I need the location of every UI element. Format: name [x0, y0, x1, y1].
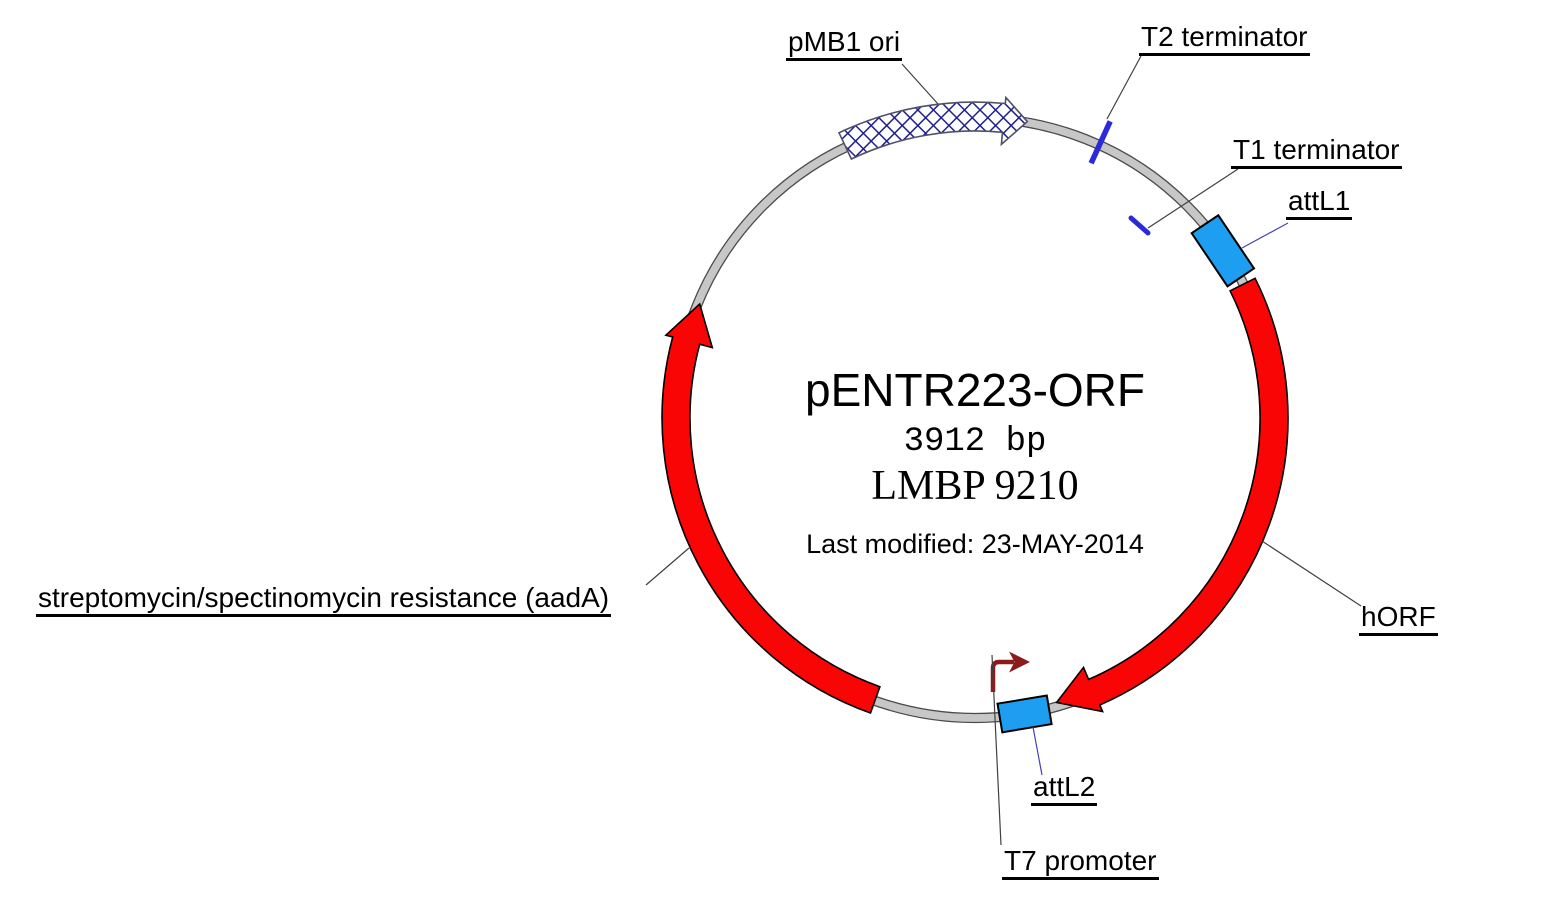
feature-attL1-site: [1190, 213, 1256, 288]
feature-attL2-site: [996, 694, 1053, 734]
feature-pMB1-ori-arrow: [837, 95, 1029, 161]
last-modified-text: Last modified: 23-MAY-2014: [806, 529, 1144, 559]
feature-T7-promoter-arrow-head: [1009, 651, 1030, 673]
hORF-leader: [1261, 540, 1362, 607]
T7-promoter-leader: [991, 654, 1002, 846]
plasmid-name: pENTR223-ORF: [805, 364, 1145, 416]
plasmid-size-bp: 3912 bp: [903, 423, 1047, 461]
attL1-leader: [1241, 222, 1289, 249]
label-T2-terminator: T2 terminator: [1139, 22, 1310, 57]
feature-T2-terminator-tick: [1088, 120, 1113, 165]
feature-T7-promoter-arrow-stem: [990, 659, 1014, 692]
feature-aadA-gene: [661, 302, 881, 715]
label-T7-promoter: T7 promoter: [1002, 846, 1159, 881]
label-pMB1-ori: pMB1 ori: [786, 27, 903, 62]
attL2-leader: [1032, 726, 1043, 776]
label-aadA: streptomycin/spectinomycin resistance (a…: [36, 583, 612, 618]
T2-terminator-leader: [1106, 55, 1142, 120]
plasmid-accession: LMBP 9210: [871, 463, 1079, 509]
feature-hORF-gene: [1055, 277, 1289, 713]
label-hORF: hORF: [1359, 602, 1438, 637]
pMB1-ori-leader: [901, 63, 939, 105]
aadA-leader: [645, 547, 690, 586]
T1-terminator-leader: [1147, 168, 1239, 229]
label-attL1: attL1: [1286, 186, 1353, 221]
label-T1-terminator: T1 terminator: [1231, 135, 1402, 170]
label-attL2: attL2: [1031, 772, 1098, 807]
feature-T1-terminator-tick: [1128, 215, 1151, 236]
